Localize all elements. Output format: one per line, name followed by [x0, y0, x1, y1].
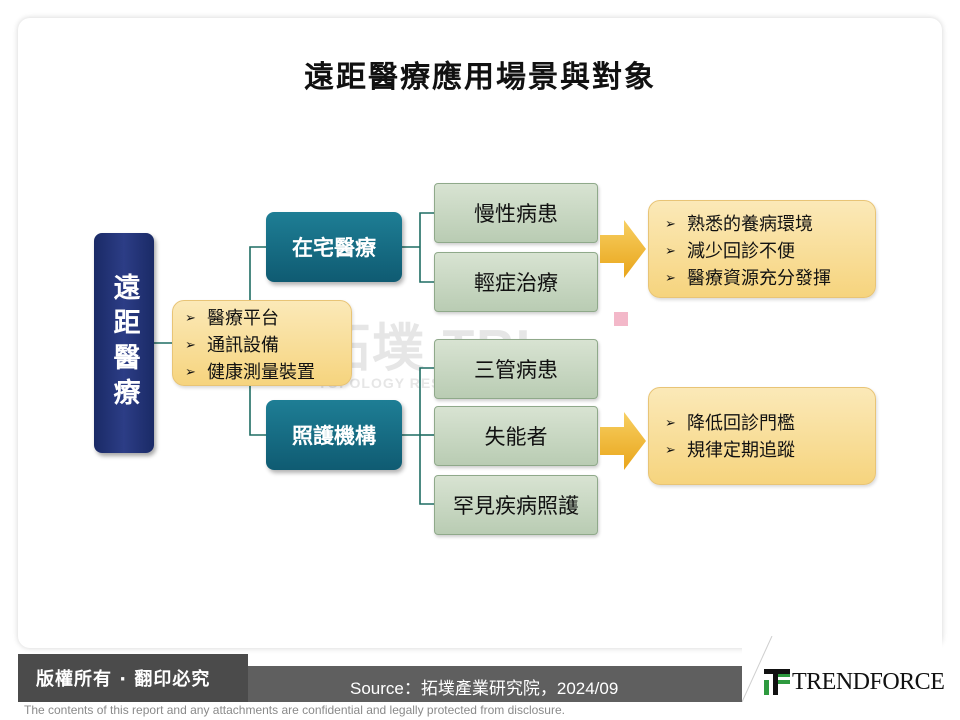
trendforce-logo-icon — [764, 669, 790, 695]
arrowhead-bullet-icon: ➢ — [665, 217, 676, 232]
branch-home-care: 在宅醫療 — [266, 212, 402, 282]
target-node: 慢性病患 — [434, 183, 598, 243]
branch-label: 在宅醫療 — [292, 236, 376, 260]
copyright-badge: 版權所有 · 翻印必究 — [18, 654, 248, 702]
equipment-item: ➢醫療平台 — [185, 305, 351, 332]
arrowhead-bullet-icon: ➢ — [185, 338, 196, 353]
branch-label: 照護機構 — [292, 424, 376, 448]
trendforce-logo-text: TRENDFORCE — [792, 669, 945, 695]
arrowhead-bullet-icon: ➢ — [665, 443, 676, 458]
decor-square — [614, 312, 628, 326]
target-node: 失能者 — [434, 406, 598, 466]
arrowhead-bullet-icon: ➢ — [185, 311, 196, 326]
branch-care-facility: 照護機構 — [266, 400, 402, 470]
benefit-item: ➢熟悉的養病環境 — [665, 211, 875, 238]
source-bar — [238, 666, 758, 702]
benefit-item: ➢醫療資源充分發揮 — [665, 265, 875, 292]
benefit-item: ➢規律定期追蹤 — [665, 437, 875, 464]
arrowhead-bullet-icon: ➢ — [185, 365, 196, 380]
target-node: 罕見疾病照護 — [434, 475, 598, 535]
arrowhead-bullet-icon: ➢ — [665, 271, 676, 286]
benefits-box-home: ➢熟悉的養病環境 ➢減少回診不便 ➢醫療資源充分發揮 — [648, 200, 876, 298]
equipment-box: ➢醫療平台 ➢通訊設備 ➢健康測量裝置 — [172, 300, 352, 386]
benefit-item: ➢減少回診不便 — [665, 238, 875, 265]
arrowhead-bullet-icon: ➢ — [665, 244, 676, 259]
connector-to-home — [249, 246, 266, 300]
target-node: 三管病患 — [434, 339, 598, 399]
equipment-item: ➢健康測量裝置 — [185, 359, 351, 386]
equipment-item: ➢通訊設備 — [185, 332, 351, 359]
benefits-box-facility: ➢降低回診門檻 ➢規律定期追蹤 — [648, 387, 876, 485]
block-arrow-icon — [600, 220, 646, 278]
root-label: 遠距醫療 — [108, 273, 140, 413]
target-node: 輕症治療 — [434, 252, 598, 312]
connector-to-facility — [249, 386, 266, 436]
connector-facility-leaves — [419, 367, 434, 505]
diagram-title: 遠距醫療應用場景與對象 — [304, 60, 656, 95]
benefit-item: ➢降低回診門檻 — [665, 410, 875, 437]
arrowhead-bullet-icon: ➢ — [665, 416, 676, 431]
block-arrow-icon — [600, 412, 646, 470]
connector-home-leaves — [419, 212, 434, 283]
root-node: 遠距醫療 — [94, 233, 154, 453]
source-text: Source：拓墣產業研究院，2024/09 — [350, 679, 619, 698]
disclaimer: The contents of this report and any atta… — [24, 703, 565, 717]
